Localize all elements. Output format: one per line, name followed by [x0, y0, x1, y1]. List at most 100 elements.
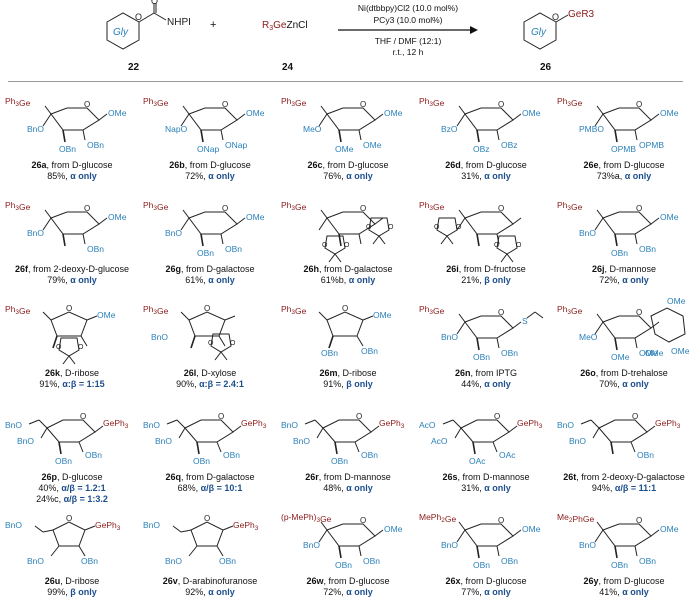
- compound-yield: 41%, α only: [555, 587, 691, 598]
- ge-group: Ph3Ge: [419, 304, 445, 316]
- condition-1: Ni(dtbbpy)Cl2 (10.0 mol%): [358, 3, 458, 13]
- compound-id: 26p: [41, 472, 57, 482]
- yield-value: 40%,: [38, 483, 62, 493]
- compound-source: from D-trehalose: [600, 368, 668, 378]
- sub-2: OBn: [87, 244, 104, 254]
- svg-text:O: O: [498, 516, 504, 525]
- ge-group: MePh2Ge: [419, 512, 456, 524]
- ge-group: GePh3: [655, 418, 681, 430]
- ge-group: GePh3: [95, 520, 121, 532]
- ge-group: Ph3Ge: [143, 304, 169, 316]
- svg-text:O: O: [222, 204, 228, 213]
- compound-yield: 90%, α:β = 2.4:1: [141, 379, 279, 390]
- selectivity: α only: [484, 483, 511, 493]
- product-26-structure: [523, 12, 569, 50]
- ge-group: GePh3: [241, 418, 267, 430]
- compound-source: from D-galactose: [186, 264, 255, 274]
- sub-3: BnO: [303, 540, 320, 550]
- svg-text:O: O: [636, 204, 642, 213]
- compound-source: from IPTG: [475, 368, 518, 378]
- selectivity: β only: [346, 379, 373, 389]
- compound-label: 26d, from D-glucose: [445, 160, 527, 170]
- sub-1: OMe: [384, 524, 403, 534]
- ge-group: (p-MePh)3Ge: [281, 512, 332, 524]
- selectivity: α only: [346, 587, 373, 597]
- svg-text:O: O: [84, 100, 90, 109]
- ge-group: Ph3Ge: [281, 96, 307, 108]
- compound-yield: 94%, α/β = 11:1: [555, 483, 691, 494]
- ge-group: GePh3: [517, 418, 543, 430]
- ring-oxygen-26: O: [552, 12, 559, 22]
- sub-2: OBn: [363, 556, 380, 566]
- sub-1: OMe: [246, 108, 265, 118]
- selectivity: α only: [484, 587, 511, 597]
- sub-3: BnO: [27, 124, 44, 134]
- sub-3: BnO: [165, 556, 182, 566]
- ge-group: Ph3Ge: [5, 96, 31, 108]
- reactant1-ring-label: Gly: [113, 27, 129, 38]
- svg-text:O: O: [498, 100, 504, 109]
- svg-text:O: O: [66, 304, 72, 313]
- compound-yield: 44%, α only: [417, 379, 555, 390]
- selectivity: α only: [208, 587, 235, 597]
- sub-4: BnO: [293, 436, 310, 446]
- yield-value: 76%,: [323, 171, 347, 181]
- compound-label: 26l, D-xylose: [183, 368, 237, 378]
- ge-group: Ph3Ge: [143, 200, 169, 212]
- compound-yield: 91%, β only: [279, 379, 417, 390]
- sub-3: BnO: [579, 540, 596, 550]
- compound-source: from D-glucose: [465, 160, 527, 170]
- compound-source: D-xylose: [201, 368, 237, 378]
- product-group: GeR3: [568, 9, 595, 20]
- ge-group: Ph3Ge: [5, 304, 31, 316]
- sub-6: BnO: [143, 420, 160, 430]
- compound-id: 26m: [319, 368, 338, 378]
- compound-source: from D-fructose: [463, 264, 526, 274]
- sub-2: OBn: [223, 450, 240, 460]
- svg-text:O: O: [218, 412, 224, 421]
- sub-3: OBn: [193, 456, 210, 466]
- svg-text:O: O: [636, 516, 642, 525]
- plus-sign: +: [210, 19, 216, 31]
- compound-id: 26s: [442, 472, 458, 482]
- compound-id: 26x: [445, 576, 461, 586]
- compound-id: 26j: [591, 264, 605, 274]
- sub-2: OBn: [639, 244, 656, 254]
- compound-label: 26i, from D-fructose: [446, 264, 526, 274]
- condition-2: PCy3 (10.0 mol%): [374, 15, 443, 25]
- svg-text:O: O: [388, 224, 394, 231]
- yield-value: 21%,: [461, 275, 485, 285]
- sub-1: OMe: [246, 212, 265, 222]
- compound-source: from D-mannose: [323, 472, 391, 482]
- svg-text:O: O: [84, 204, 90, 213]
- compound-label: 26a, from D-glucose: [31, 160, 113, 170]
- reaction-arrow-head: [470, 26, 478, 34]
- compound-label: 26x, from D-glucose: [445, 576, 527, 586]
- svg-text:O: O: [208, 340, 214, 347]
- product-ring-label: Gly: [531, 27, 547, 38]
- selectivity: α only: [70, 275, 97, 285]
- compound-id: 26e: [583, 160, 599, 170]
- yield-value: 72%,: [599, 275, 623, 285]
- sub-1: OMe: [373, 310, 392, 320]
- compound-yield: 85%, α only: [3, 171, 141, 182]
- compound-source: D-ribose: [65, 576, 100, 586]
- compound-label: 26v, D-arabinofuranose: [162, 576, 258, 586]
- sub-3: BnO: [579, 228, 596, 238]
- compound-id: 26k: [44, 368, 60, 378]
